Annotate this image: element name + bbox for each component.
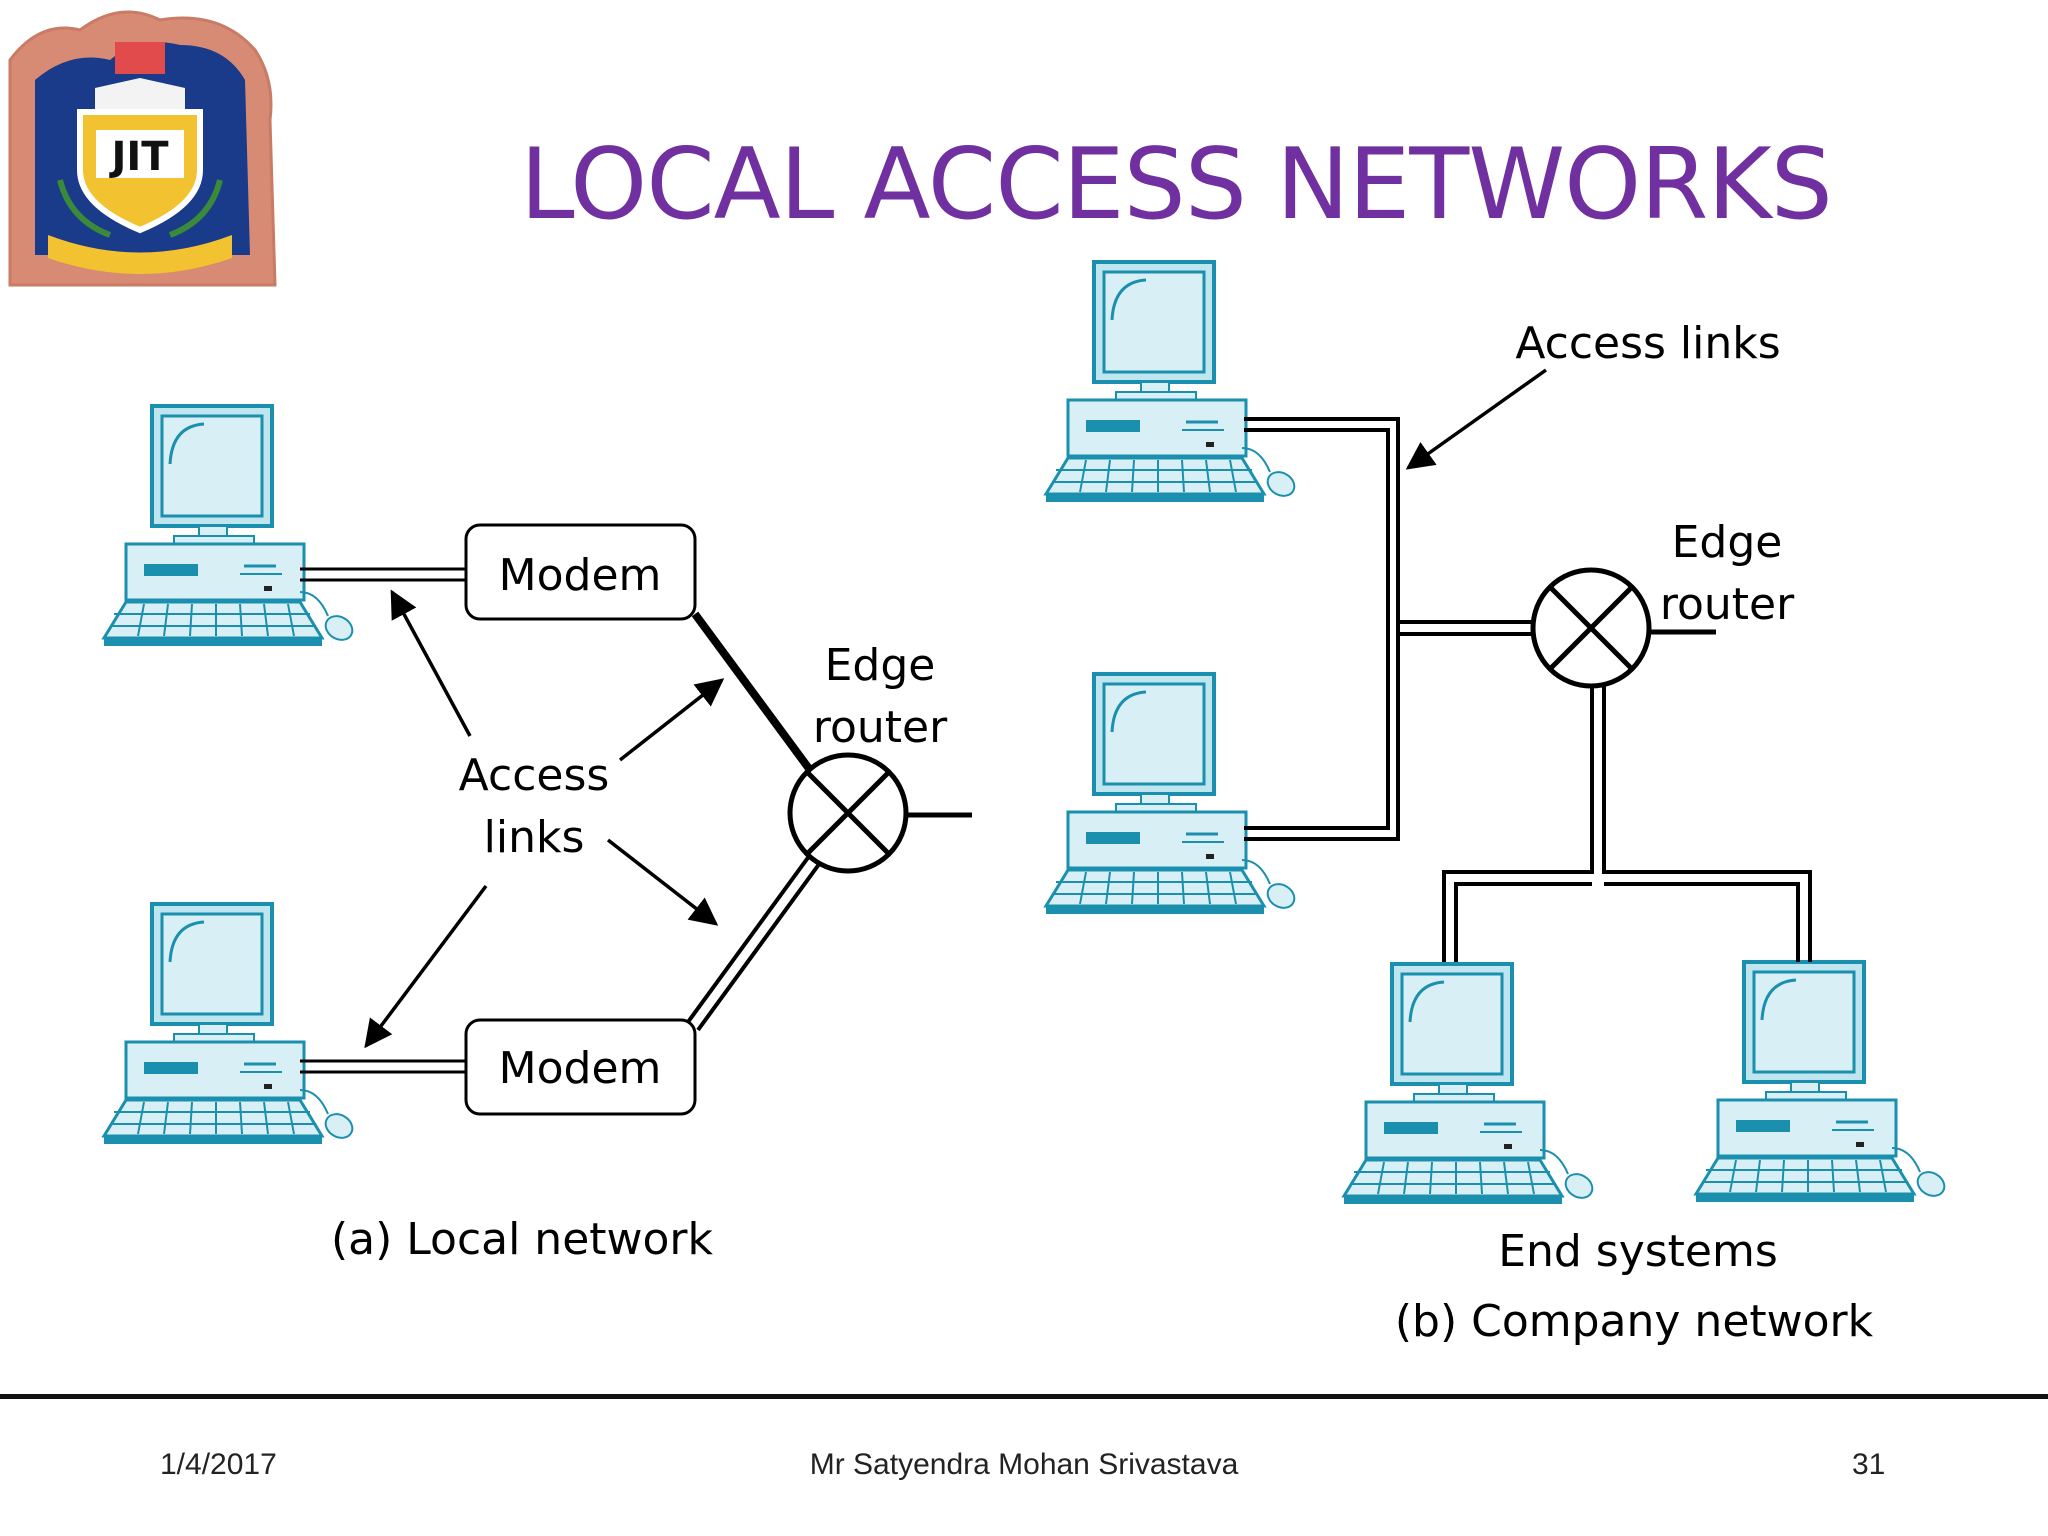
- computer-icon: [1044, 672, 1301, 916]
- computer-icon: [1044, 260, 1301, 504]
- logo-text: JIT: [108, 134, 169, 180]
- modem-bottom-label: Modem: [499, 1043, 662, 1094]
- access-link: [691, 611, 814, 773]
- edge-router-right-line2: router: [1660, 579, 1795, 630]
- end-systems-label: End systems: [1498, 1226, 1778, 1277]
- edge-router-right-line1: Edge: [1672, 517, 1783, 568]
- footer-author: Mr Satyendra Mohan Srivastava: [809, 1448, 1239, 1481]
- jit-logo: JIT: [8, 10, 277, 287]
- access-links-right: Access links: [1515, 318, 1780, 369]
- computer-icon: [1694, 960, 1951, 1204]
- caption-local-network: (a) Local network: [331, 1214, 714, 1265]
- edge-router-left-line1: Edge: [825, 640, 936, 691]
- edge-router-right: [1533, 570, 1649, 686]
- slide-title: LOCAL ACCESS NETWORKS: [520, 128, 1833, 242]
- access-link: [300, 1059, 466, 1074]
- access-links-left-line1: Access: [459, 750, 610, 801]
- modem-bottom: Modem: [464, 1018, 697, 1116]
- company-bus: [1244, 417, 1812, 962]
- footer-divider: [0, 1394, 2048, 1399]
- footer-date: 1/4/2017: [160, 1448, 277, 1481]
- access-link: [686, 846, 827, 1032]
- access-links-arrows: [364, 589, 725, 1049]
- caption-company-network: (b) Company network: [1395, 1296, 1874, 1347]
- computer-icon: [1342, 962, 1599, 1206]
- edge-router-left-line2: router: [813, 702, 948, 753]
- access-links-arrow: [1405, 368, 1548, 470]
- modem-top-label: Modem: [499, 550, 662, 601]
- edge-router-left: [790, 755, 906, 871]
- footer-page-number: 31: [1852, 1448, 1886, 1481]
- access-link: [300, 567, 466, 582]
- access-links-left-line2: links: [484, 812, 585, 863]
- modem-top: Modem: [464, 523, 697, 621]
- computer-icon: [102, 902, 359, 1146]
- computer-icon: [102, 404, 359, 648]
